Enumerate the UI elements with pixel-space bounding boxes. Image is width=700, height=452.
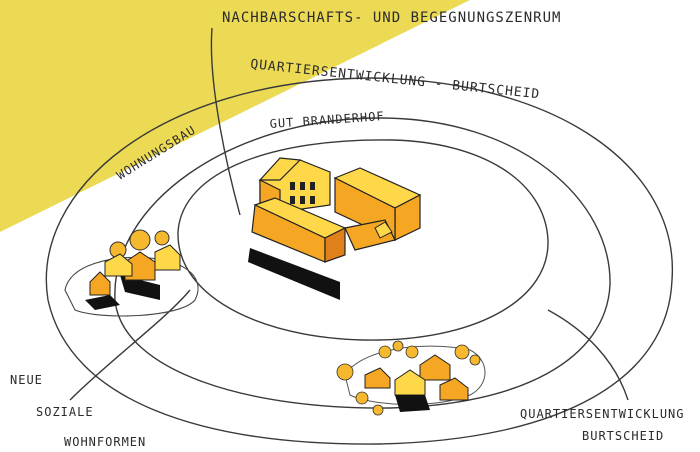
inner-ring bbox=[177, 139, 549, 341]
gut-branderhof-building bbox=[248, 157, 422, 300]
leader-bottom-left bbox=[69, 289, 191, 401]
outer-ring bbox=[45, 77, 674, 445]
rings bbox=[45, 27, 674, 445]
label-top-center: NACHBARSCHAFTS- UND BEGEGNUNGSZENRUM bbox=[222, 10, 561, 26]
label-bottom-left-1: NEUE bbox=[10, 373, 43, 387]
label-center: GUT BRANDERHOF bbox=[269, 109, 385, 131]
bottom-right-village-cluster bbox=[336, 340, 486, 416]
left-housing-cluster bbox=[64, 229, 199, 317]
leader-bottom-right bbox=[547, 309, 629, 401]
leader-top bbox=[210, 27, 241, 216]
label-bottom-right-2: BURTSCHEID bbox=[582, 429, 664, 443]
label-bottom-left-3: WOHNFORMEN bbox=[64, 435, 146, 449]
label-bottom-right-1: QUARTIERSENTWICKLUNG bbox=[520, 407, 685, 421]
middle-ring bbox=[114, 117, 611, 409]
yellow-highlight-band bbox=[0, 0, 470, 232]
label-bottom-left-2: SOZIALE bbox=[36, 405, 94, 419]
